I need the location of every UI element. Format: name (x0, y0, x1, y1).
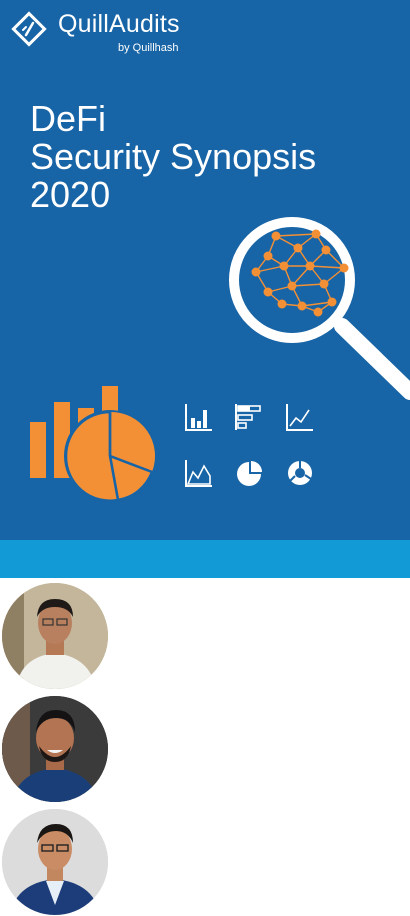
horizontal-bar-chart-icon (235, 404, 261, 430)
magnifier-network-icon (229, 217, 410, 400)
bar-pie-illustration-icon (30, 386, 156, 502)
brand-subtitle: by Quillhash (118, 42, 179, 54)
title-line-2: Security Synopsis (30, 136, 317, 177)
author-photo-3 (2, 809, 108, 915)
quillaudits-logo-icon (11, 11, 47, 47)
author-photos (0, 578, 410, 916)
area-chart-icon (185, 460, 212, 487)
cover-title: DeFi Security Synopsis 2020 (30, 100, 316, 214)
report-cover: QuillAudits by Quillhash DeFi Security S… (0, 0, 410, 540)
title-line-3: 2020 (30, 174, 111, 215)
bar-chart-icon (185, 404, 212, 431)
author-photo-1 (2, 583, 108, 689)
title-line-1: DeFi (30, 98, 107, 139)
brand-name: QuillAudits (58, 10, 180, 38)
cover-bottom-stripe (0, 540, 410, 578)
author-photo-2 (2, 696, 108, 802)
pie-chart-icon (237, 461, 262, 486)
line-chart-icon (286, 404, 313, 431)
donut-chart-icon (288, 461, 312, 485)
